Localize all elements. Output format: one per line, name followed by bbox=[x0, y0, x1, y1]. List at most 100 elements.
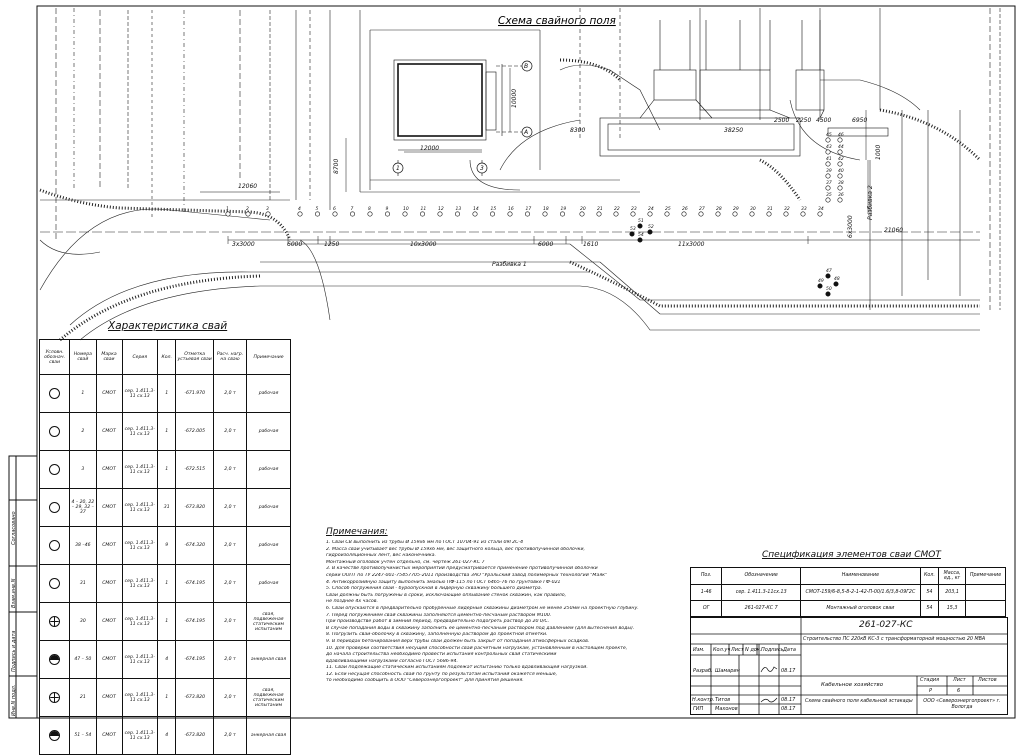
tb-person-2: Махонов bbox=[715, 706, 738, 712]
work-pile-symbol-icon bbox=[49, 426, 61, 437]
pile-number-label: 31 bbox=[767, 206, 773, 212]
spec-cell-note bbox=[965, 584, 1006, 601]
dim-4500: 4500 bbox=[816, 117, 831, 124]
pile-marker bbox=[732, 211, 738, 217]
pile-marker bbox=[524, 211, 530, 217]
cell-elev: -671.970 bbox=[175, 374, 214, 413]
stamp-soglasovano: Согласовано bbox=[11, 511, 17, 545]
cell-note: рабочая bbox=[246, 564, 291, 603]
pile-number-label: 23 bbox=[631, 206, 637, 212]
col-qty: Кол. bbox=[157, 339, 177, 375]
dim-1610: 1610 bbox=[583, 241, 598, 248]
cell-load: 2,0 т bbox=[212, 564, 248, 603]
note-line: 7. Перед погружением свай скважины запол… bbox=[326, 612, 552, 618]
note-line: 3. В качестве противопучинистых мероприя… bbox=[326, 566, 598, 572]
anchor-pile-symbol-icon bbox=[49, 654, 61, 665]
spec-cell-code: сер. 1.411.3-11сх.13 bbox=[721, 584, 802, 601]
pile-marker bbox=[817, 211, 823, 217]
pile-marker bbox=[489, 211, 495, 217]
spec-title: Спецификация элементов сваи СМОТ bbox=[762, 550, 941, 560]
pile-marker bbox=[825, 137, 831, 143]
cell-elev: -673.820 bbox=[175, 678, 214, 717]
cell-nums: 51 – 54 bbox=[69, 716, 97, 755]
spec-cell-mass: 203,1 bbox=[938, 584, 967, 601]
col-load: Расч. нагр. на сваю bbox=[212, 339, 248, 375]
characteristics-title: Характеристика свай bbox=[108, 320, 228, 332]
pile-marker bbox=[749, 211, 755, 217]
spec-col-pos: Поз. bbox=[689, 567, 723, 585]
spec-cell-qty: 54 bbox=[919, 584, 940, 601]
dim-11x3000: 11х3000 bbox=[678, 241, 705, 248]
note-line: 1. Сваи СВ выполнить из трубы Ø 159х6 мм… bbox=[326, 540, 524, 545]
note-line: 8. Погрузить сваи-оболочку в скважину, з… bbox=[326, 632, 548, 638]
pile-marker bbox=[472, 211, 478, 217]
building-outline bbox=[392, 59, 533, 176]
pile-marker bbox=[783, 211, 789, 217]
dim-2500: 2500 bbox=[774, 117, 789, 124]
dim-6000-b: 6000 bbox=[538, 241, 553, 248]
note-line: 6. Сваи опускаются в предварительно проб… bbox=[326, 605, 639, 611]
axis-razbivka-1: Разбивка 1 bbox=[492, 261, 527, 268]
col-series: Серия bbox=[121, 339, 159, 375]
cell-nums: 4 – 20, 22 – 29, 32 –37 bbox=[69, 488, 97, 527]
pile-marker bbox=[402, 211, 408, 217]
pile-markers bbox=[225, 137, 843, 297]
spec-cell-name: СМОТ-159/6-8,5-8-2-1-42-П-00/1.6/3,8-09Г… bbox=[800, 584, 921, 601]
pile-number-label: 15 bbox=[491, 206, 497, 212]
pile-marker bbox=[833, 281, 839, 287]
col-elev: Отметка устьевая сваи bbox=[175, 339, 214, 375]
pile-marker bbox=[825, 185, 831, 191]
pile-number-label: 50 bbox=[826, 286, 832, 292]
cell-qty: 1 bbox=[157, 564, 177, 603]
pile-number-label: 10 bbox=[403, 206, 409, 212]
pile-marker bbox=[613, 211, 619, 217]
tb-stage: Р bbox=[929, 688, 933, 694]
tb-role-2: ГИП bbox=[693, 706, 704, 712]
site-plan-linework bbox=[39, 8, 1001, 341]
cell-qty: 4 bbox=[157, 716, 177, 755]
pile-marker bbox=[837, 197, 843, 203]
spec-cell-mass: 15,3 bbox=[938, 600, 967, 617]
pile-symbol-cell bbox=[38, 412, 71, 451]
pile-marker bbox=[800, 211, 806, 217]
dim-21060: 21060 bbox=[884, 227, 903, 234]
cell-elev: -674.195 bbox=[175, 640, 214, 679]
dim-6000-a: 6000 bbox=[287, 241, 302, 248]
pile-marker bbox=[647, 229, 653, 235]
dim-1000: 1000 bbox=[875, 145, 882, 160]
pile-number-label: 35 bbox=[826, 192, 832, 198]
cell-nums: 3 bbox=[69, 450, 97, 489]
cell-elev: -672.005 bbox=[175, 412, 214, 451]
hatched-strips bbox=[39, 58, 982, 342]
note-line: 4. Антикоррозийную защиту выполнить эмал… bbox=[326, 579, 561, 585]
dim-38250: 38250 bbox=[724, 127, 743, 134]
pile-marker bbox=[332, 211, 338, 217]
col-nums: Номера свай bbox=[69, 339, 97, 375]
axis-label-3: 3 bbox=[480, 165, 484, 172]
pile-number-label: 21 bbox=[597, 206, 603, 212]
cell-note: анкерная свая bbox=[246, 640, 291, 679]
pile-number-label: 27 bbox=[699, 206, 705, 212]
pile-number-label: 54 bbox=[638, 232, 644, 238]
tb-sheet-name: Схема свайного поля кабельной эстакады bbox=[805, 699, 913, 704]
tb-sheets-label: Листов bbox=[978, 677, 997, 683]
tb-project: Строительство ПС 220кВ КС-3 с трансформа… bbox=[803, 637, 986, 642]
axis-razbivka-2: Разбивка 2 bbox=[867, 185, 874, 220]
cell-mark: СМОТ bbox=[95, 602, 123, 641]
cell-note: свая, подвеженая статическим испытаним bbox=[246, 602, 291, 641]
dim-8700: 8700 bbox=[333, 159, 340, 174]
pile-number-label: 16 bbox=[508, 206, 514, 212]
cell-load: 2,0 т bbox=[212, 374, 248, 413]
pile-number-label: 37 bbox=[826, 180, 832, 186]
spec-cell-name: Монтажный оголовок сваи bbox=[800, 600, 921, 617]
note-line: гидроизоляционных лент, вес наконечника. bbox=[326, 553, 437, 559]
cell-qty: 1 bbox=[157, 374, 177, 413]
tb-stage-label: Стадия bbox=[920, 677, 940, 683]
tb-date-1: 08.17 bbox=[781, 697, 796, 703]
pile-number-label: 4 bbox=[298, 206, 301, 212]
note-line: Сваи должны быть погружены в сроки, искл… bbox=[326, 592, 567, 598]
tb-sheet-label: Лист bbox=[953, 677, 966, 683]
cell-series: сер. 1.411.3-11 сх.13 bbox=[121, 526, 159, 565]
